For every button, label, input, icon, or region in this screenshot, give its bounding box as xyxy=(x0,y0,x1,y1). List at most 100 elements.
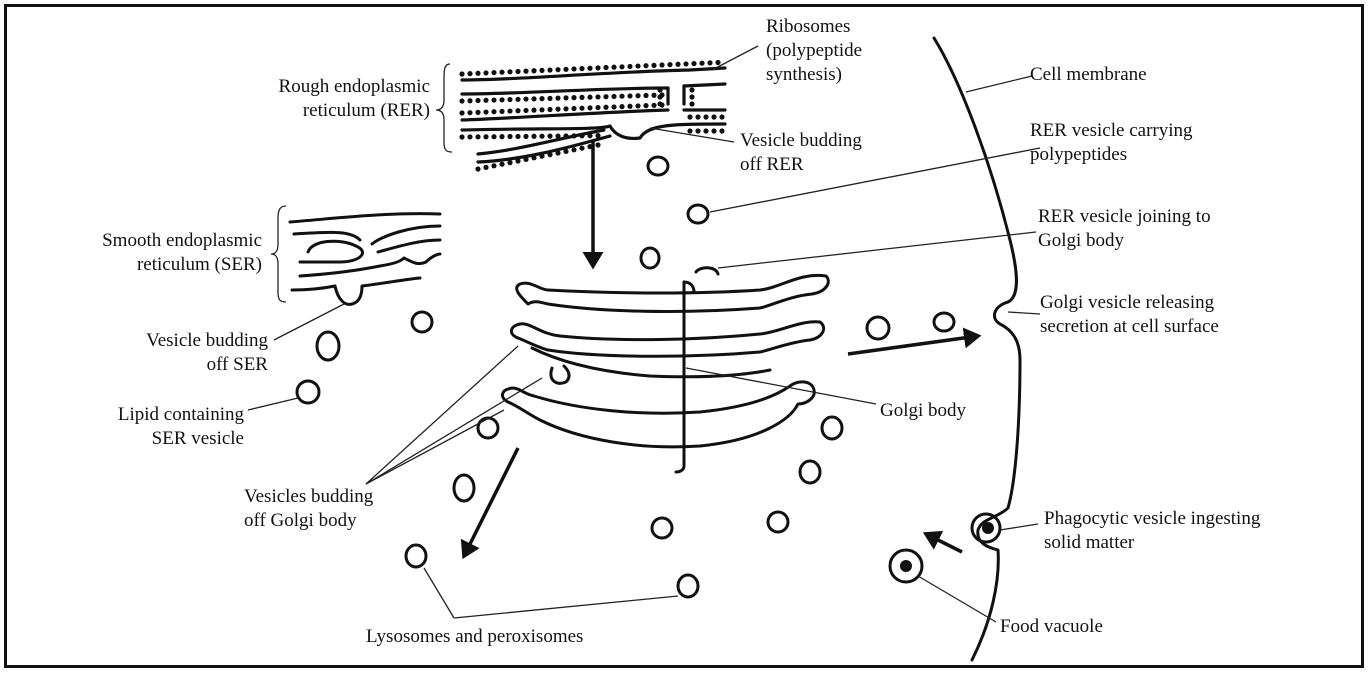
ribosome-dot xyxy=(555,96,560,101)
ribosome-dot xyxy=(689,101,694,106)
ribosome-dot xyxy=(467,134,472,139)
ribosome-dot xyxy=(563,149,568,154)
ribosome-dot xyxy=(467,71,472,76)
ribosome-dot xyxy=(711,114,716,119)
label-line: (polypeptide xyxy=(766,40,862,61)
ribosome-dot xyxy=(539,134,544,139)
ribosome-dot xyxy=(703,114,708,119)
ribosome-dot xyxy=(571,95,576,100)
label-vesicle-rer: Vesicle buddingoff RER xyxy=(740,130,862,175)
ribosome-dot xyxy=(563,133,568,138)
ribosome-dot xyxy=(459,110,464,115)
ribosome-dot xyxy=(499,109,504,114)
ribosome-dot xyxy=(539,107,544,112)
ribosome-dot xyxy=(695,128,700,133)
ribosome-dot xyxy=(659,62,664,67)
ribosome-dot xyxy=(611,94,616,99)
label-line: solid matter xyxy=(1044,532,1135,553)
ribosome-dot xyxy=(523,96,528,101)
ribosome-dot xyxy=(587,133,592,138)
ribosome-dot xyxy=(587,105,592,110)
ribosome-dot xyxy=(531,134,536,139)
ribosome-dot xyxy=(619,94,624,99)
label-lysosomes: Lysosomes and peroxisomes xyxy=(366,626,583,647)
label-line: polypeptides xyxy=(1030,144,1127,165)
ribosome-dot xyxy=(523,108,528,113)
label-line: Vesicle budding xyxy=(146,330,268,351)
label-line: Lipid containing xyxy=(118,404,245,425)
ribosome-dot xyxy=(475,166,480,171)
phagocytic-vesicle-core xyxy=(982,522,994,534)
ribosome-dot xyxy=(611,65,616,70)
ribosome-dot xyxy=(635,63,640,68)
ribosome-dot xyxy=(491,70,496,75)
ribosome-dot xyxy=(467,98,472,103)
arrow-golgi-to-lysosomes xyxy=(464,448,518,556)
label-phagocytic: Phagocytic vesicle ingesting solid matter xyxy=(1044,508,1261,553)
ribosome-dot xyxy=(587,95,592,100)
ribosome-dot xyxy=(667,62,672,67)
ribosome-dot xyxy=(657,101,662,106)
ribosome-dot xyxy=(571,147,576,152)
ribosome-dot xyxy=(595,133,600,138)
ribosome-dot xyxy=(547,152,552,157)
label-cell-membrane: Cell membrane xyxy=(1030,64,1147,85)
label-line: RER vesicle joining to xyxy=(1038,206,1211,227)
ribosome-dot xyxy=(491,109,496,114)
ribosome-dot xyxy=(603,94,608,99)
ribosome-dot xyxy=(547,67,552,72)
ribosome-dot xyxy=(657,87,662,92)
ribosome-dot xyxy=(523,134,528,139)
ser-bracket xyxy=(271,206,286,302)
ribosome-dot xyxy=(507,134,512,139)
ribosome-dot xyxy=(691,61,696,66)
ribosome-dot xyxy=(483,98,488,103)
label-food-vacuole: Food vacuole xyxy=(1000,616,1103,637)
ribosome-dot xyxy=(635,103,640,108)
label-line: Rough endoplasmic xyxy=(279,76,430,97)
ribosome-dot xyxy=(651,103,656,108)
ribosome-dot xyxy=(555,107,560,112)
ribosome-dot xyxy=(475,110,480,115)
cell-membrane xyxy=(934,38,1020,660)
ribosome-dot xyxy=(507,108,512,113)
ribosome-dot xyxy=(491,97,496,102)
vesicles xyxy=(297,157,954,597)
ribosome-dot xyxy=(539,96,544,101)
label-line: Food vacuole xyxy=(1000,616,1103,637)
ribosome-dot xyxy=(571,106,576,111)
label-line: Vesicles budding xyxy=(244,486,374,507)
ribosome-dot xyxy=(595,142,600,147)
ribosome-dot xyxy=(719,128,724,133)
ribosome-dot xyxy=(619,104,624,109)
ribosome-dot xyxy=(515,69,520,74)
ribosome-dot xyxy=(531,68,536,73)
ribosome-dot xyxy=(483,109,488,114)
ribosome-dot xyxy=(579,66,584,71)
ribosome-dot xyxy=(579,146,584,151)
ribosome-dot xyxy=(459,71,464,76)
ribosome-dot xyxy=(651,63,656,68)
label-line: Phagocytic vesicle ingesting xyxy=(1044,508,1261,529)
label-line: secretion at cell surface xyxy=(1040,316,1219,337)
ribosome-dot xyxy=(491,163,496,168)
ribosome-dot xyxy=(459,98,464,103)
rer-bracket xyxy=(436,64,452,152)
ribosome-dot xyxy=(491,134,496,139)
ribosome-dot xyxy=(703,128,708,133)
ribosome-dot xyxy=(483,70,488,75)
ribosome-dot xyxy=(603,105,608,110)
ribosome-dot xyxy=(555,67,560,72)
label-vesicles-golgi: Vesicles buddingoff Golgi body xyxy=(244,486,374,531)
ribosome-dot xyxy=(687,128,692,133)
ribosome-dot xyxy=(579,106,584,111)
ribosome-dot xyxy=(689,94,694,99)
ribosome-dot xyxy=(683,61,688,66)
ribosome-dot xyxy=(603,65,608,70)
label-line: Golgi body xyxy=(1038,230,1125,251)
ribosome-dot xyxy=(651,93,656,98)
ribosome-dot xyxy=(499,134,504,139)
